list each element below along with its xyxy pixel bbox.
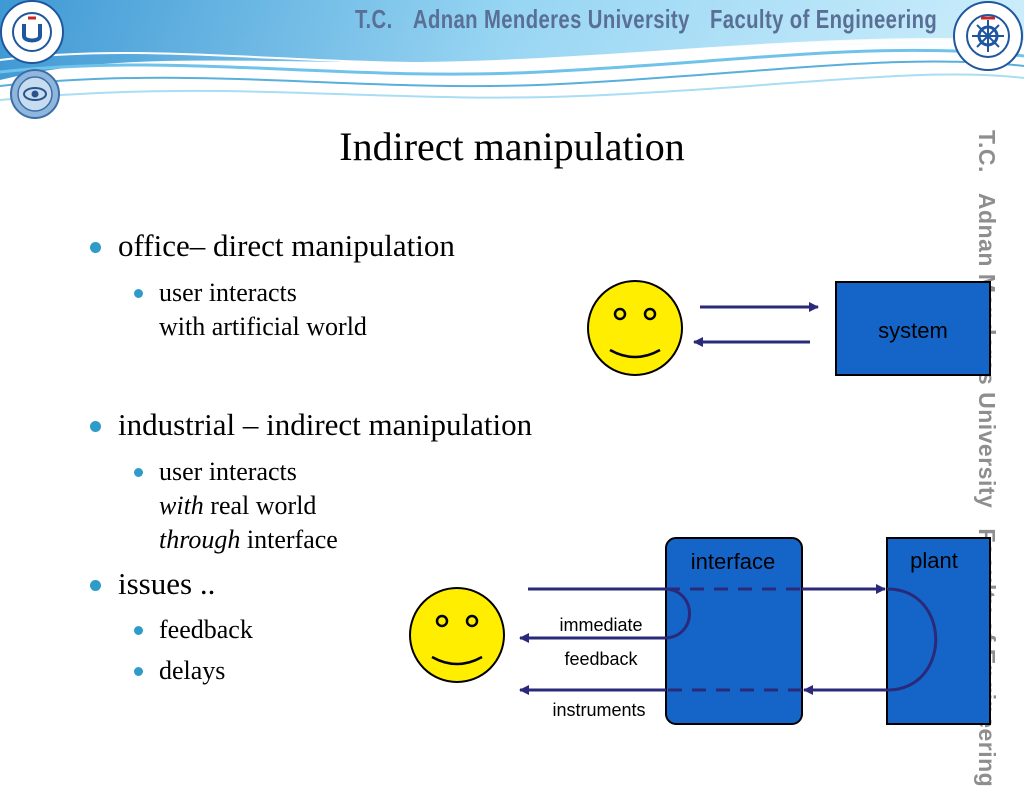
sub-bullet-dot [134,468,143,477]
bullet-industrial: industrial – indirect manipulation [118,407,533,442]
banner-tc: T.C. [355,4,393,34]
instruments-label: instruments [552,700,645,720]
banner-waves [0,0,1024,101]
sub-bullet-industrial-line3: through interface [159,523,338,557]
bullet-dot [90,421,101,432]
sub-bullet-dot [134,289,143,298]
sub-bullet-office-line1: user interacts [159,278,297,307]
sub-bullet-dot [134,626,143,635]
plant-loop [886,587,938,692]
sub-bullet-dot [134,667,143,676]
smiley-face-icon [587,280,683,376]
slide-title: Indirect manipulation [339,124,685,169]
slide: T.C. Adnan Menderes University Faculty of … [0,0,1024,787]
bullet-issues: issues .. [118,566,216,601]
system-box [835,281,991,376]
sub-bullet-office-line2: with artificial world [159,312,367,341]
bullet-dot [90,580,101,591]
indirect-manipulation-diagram: interface plant immediate feedback instr… [409,537,991,725]
direct-manipulation-diagram: system [587,280,991,376]
system-label: system [878,318,948,343]
banner-institution-text: T.C. Adnan Menderes University Faculty of … [355,4,957,35]
university-logo-left [0,0,64,64]
sub-bullet-feedback: feedback [159,615,253,644]
sub-bullet-industrial-line1: user interacts [159,457,297,486]
eye-logo [10,69,60,119]
sub-bullet-industrial-line2: with real world [159,489,316,523]
banner-university: Adnan Menderes University [412,4,690,34]
bullet-office: office– direct manipulation [118,228,455,263]
bullet-dot [90,242,101,253]
immediate-label: immediate [559,615,642,635]
interface-label: interface [691,549,775,574]
manipulation-diagrams: system interface plant [409,280,991,725]
immediate-feedback-loop [663,587,691,640]
interface-box [665,537,803,725]
sub-bullet-delays: delays [159,656,226,685]
header-banner: T.C. Adnan Menderes University Faculty of … [0,0,1024,119]
text-real-world: real world [203,491,317,520]
engineering-faculty-logo [953,1,1023,71]
feedback-label: feedback [564,649,638,669]
emphasis-through: through [159,525,241,554]
emphasis-with: with [159,491,204,520]
plant-box [886,537,991,725]
plant-label: plant [910,548,958,573]
text-interface: interface [240,525,338,554]
banner-faculty: Faculty of Engineering [710,4,938,34]
smiley-face-icon [409,587,505,683]
